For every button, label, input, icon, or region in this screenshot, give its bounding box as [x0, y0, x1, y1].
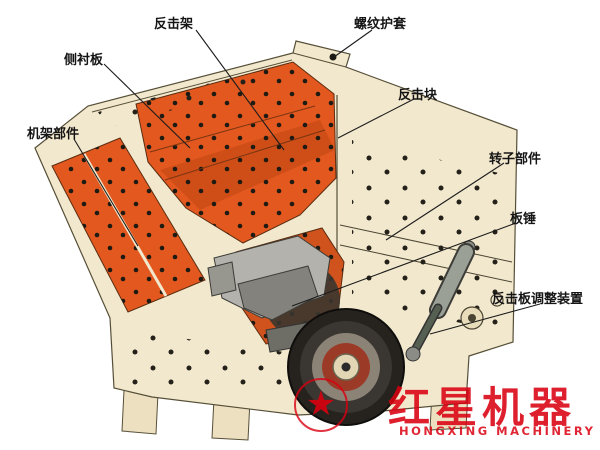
label-impact-frame: 反击架: [154, 17, 194, 32]
label-side-liner: 侧衬板: [64, 53, 104, 68]
leader-impact-frame: [195, 29, 285, 151]
leader-frame-parts: [73, 138, 139, 247]
label-blow-bar: 板锤: [510, 212, 537, 227]
watermark-brand: 红星机器: [388, 383, 577, 432]
leader-thread-sleeve: [333, 29, 373, 58]
adjusting-cylinder: [405, 240, 476, 362]
label-adjusting-device: 反击板调整装置: [492, 292, 584, 307]
hongxing-star-logo-icon: ★: [294, 378, 348, 432]
leader-side-liner: [103, 63, 191, 149]
bolt-dots: [98, 63, 508, 396]
rotor-assembly: [207, 235, 340, 353]
leader-impact-block: [337, 98, 415, 139]
leader-blow-bar: [291, 222, 517, 307]
label-impact-block: 反击块: [398, 88, 438, 103]
label-frame-parts: 机架部件: [27, 127, 80, 142]
leader-rotor-parts: [385, 162, 505, 241]
leader-adjusting-device: [429, 303, 541, 335]
label-rotor-parts: 转子部件: [489, 152, 542, 167]
watermark-brand-en: HONGXING MACHINERY: [399, 424, 596, 438]
label-thread-sleeve: 螺纹护套: [354, 17, 407, 32]
leader-lines: [73, 29, 541, 335]
thread-sleeve-bolt: [329, 53, 337, 61]
